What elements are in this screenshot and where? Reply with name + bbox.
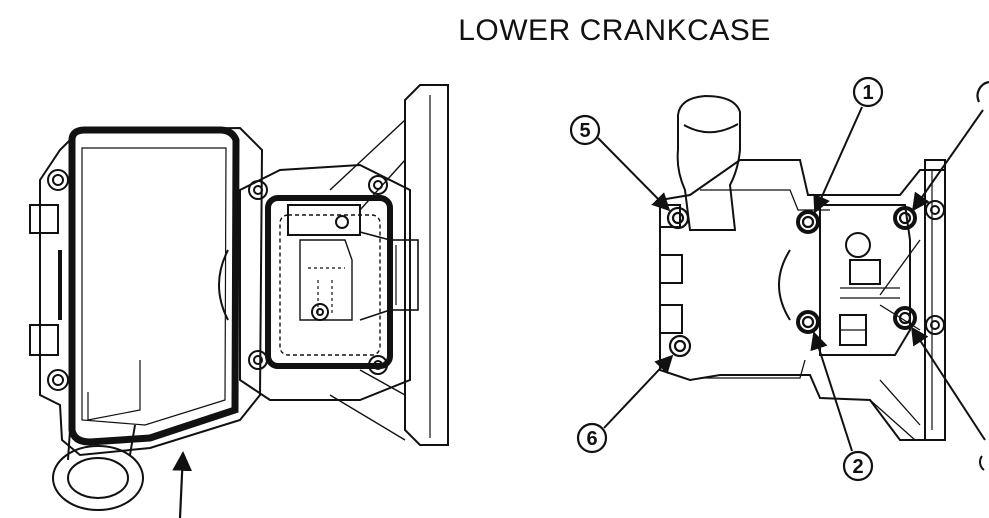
bolt-1	[796, 210, 820, 234]
left-gasket-bead	[68, 126, 240, 446]
gasket-pointer-arrow	[172, 451, 193, 518]
callout-partial-bottom-right	[979, 455, 985, 471]
left-middle-housing	[239, 163, 411, 401]
right-view	[659, 94, 946, 441]
callout-5: 5	[569, 114, 601, 146]
right-inner-cover	[819, 204, 911, 356]
callout-partial-top-right	[976, 80, 989, 103]
callout-6: 6	[576, 422, 608, 454]
bolt-5	[666, 206, 690, 230]
left-view	[29, 84, 449, 511]
bolt-2	[796, 310, 820, 334]
right-breather-tube	[676, 94, 741, 231]
callout-2-label: 2	[852, 456, 863, 478]
callout-2: 2	[842, 450, 874, 482]
left-flange-plate	[404, 84, 449, 446]
left-cover-gasket	[265, 195, 393, 369]
diagram-title: LOWER CRANKCASE	[458, 14, 771, 47]
bolt-lower-right	[893, 306, 917, 330]
bolt-6	[668, 334, 692, 358]
callout-6-label: 6	[586, 428, 597, 450]
callout-5-label: 5	[579, 120, 590, 142]
bolt-upper-right	[893, 206, 917, 230]
callout-1: 1	[852, 76, 884, 108]
right-main-case	[659, 159, 946, 441]
callout-1-label: 1	[862, 82, 873, 104]
